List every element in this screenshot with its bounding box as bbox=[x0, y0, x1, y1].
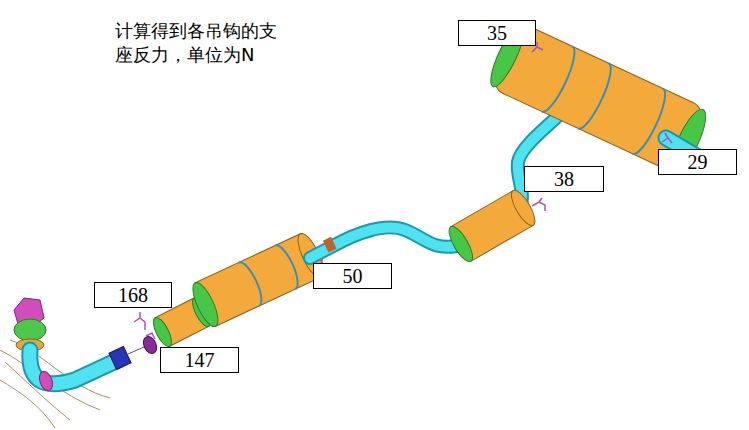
pipe bbox=[518, 118, 556, 208]
gap-line bbox=[128, 347, 144, 354]
front-muffler bbox=[188, 230, 328, 329]
center-muffler bbox=[445, 187, 539, 265]
hanger bbox=[662, 133, 672, 143]
callout-box: 38 bbox=[524, 166, 604, 192]
pipe-outline bbox=[518, 118, 556, 208]
cylinder-end bbox=[507, 187, 539, 229]
band bbox=[275, 242, 303, 289]
manifold-ring bbox=[14, 319, 46, 341]
callout-box: 168 bbox=[94, 282, 172, 308]
pipe-ring bbox=[37, 370, 55, 393]
pipe-outline bbox=[310, 227, 456, 258]
hanger bbox=[134, 312, 145, 330]
callout-box: 50 bbox=[313, 263, 392, 289]
diagram-title: 计算得到各吊钩的支座反力，单位为N bbox=[115, 19, 285, 67]
rise-pipe bbox=[518, 118, 556, 208]
cylinder-end bbox=[445, 223, 477, 265]
cylinder-end bbox=[188, 279, 223, 329]
callout-number: 29 bbox=[688, 152, 708, 172]
hanger bbox=[146, 333, 155, 339]
band bbox=[542, 46, 581, 115]
flex-joint bbox=[109, 346, 131, 369]
callout-number: 38 bbox=[554, 169, 574, 189]
pipe-sleeve bbox=[323, 237, 337, 253]
flex-body bbox=[109, 346, 131, 369]
flange bbox=[141, 334, 159, 355]
band bbox=[239, 259, 267, 306]
callout-number: 35 bbox=[487, 23, 507, 43]
pipe bbox=[310, 227, 456, 258]
callout-number: 168 bbox=[118, 285, 148, 305]
callout-box: 29 bbox=[658, 149, 737, 175]
callout-box: 35 bbox=[458, 20, 536, 46]
cylinder-end bbox=[150, 315, 175, 349]
mid-pipe bbox=[310, 227, 456, 258]
callout-number: 50 bbox=[343, 266, 363, 286]
hanger bbox=[532, 198, 545, 211]
hangers bbox=[134, 42, 672, 339]
callout-box: 147 bbox=[160, 347, 239, 373]
band bbox=[578, 63, 617, 132]
callout-number: 147 bbox=[185, 350, 215, 370]
